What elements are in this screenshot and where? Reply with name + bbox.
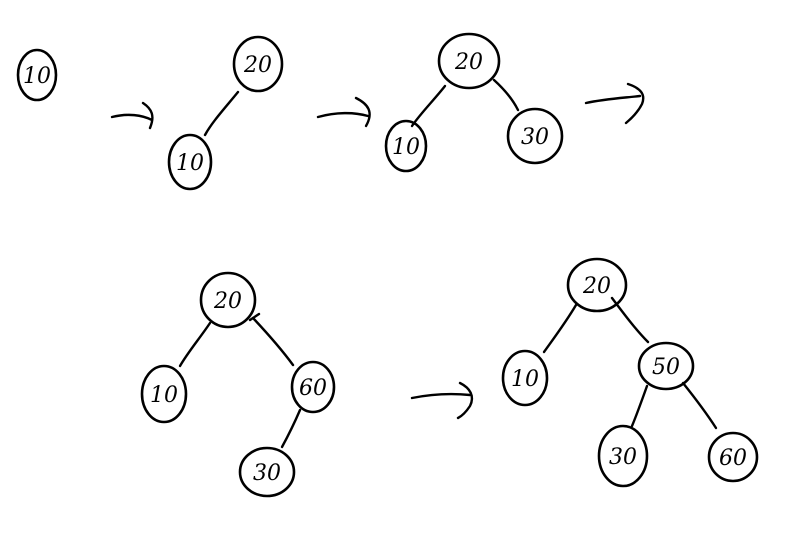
node-label: 60 bbox=[299, 376, 327, 401]
node-s5-50: 50 bbox=[637, 341, 695, 391]
node-label: 10 bbox=[511, 367, 539, 392]
stage-1: 10 bbox=[16, 48, 58, 102]
transition-arrow-2 bbox=[316, 96, 371, 128]
node-s4-30: 30 bbox=[238, 446, 296, 498]
edge-s3-20-30 bbox=[492, 78, 520, 112]
node-label: 20 bbox=[213, 289, 242, 314]
node-s4-60: 60 bbox=[290, 360, 336, 414]
edge-s5-50-30 bbox=[630, 384, 649, 428]
node-s2-10: 10 bbox=[167, 133, 213, 191]
edge-s5-20-50 bbox=[610, 296, 650, 344]
node-s2-20: 20 bbox=[232, 35, 284, 93]
stage-4: 20 10 60 30 bbox=[140, 271, 336, 498]
transition-arrow-4 bbox=[410, 381, 474, 420]
stage-5: 20 10 50 30 60 bbox=[501, 257, 759, 488]
edge-s2-20-10 bbox=[203, 90, 240, 137]
node-label: 30 bbox=[253, 461, 281, 486]
stage-2: 20 10 bbox=[167, 35, 284, 191]
node-label: 30 bbox=[521, 125, 549, 150]
node-label: 50 bbox=[652, 355, 680, 380]
edge-s4-20-60 bbox=[251, 316, 295, 367]
edge-s5-20-10 bbox=[542, 303, 578, 354]
edge-s4-20-10 bbox=[178, 321, 212, 368]
node-s5-60: 60 bbox=[707, 431, 759, 483]
edge-s3-20-10 bbox=[410, 84, 447, 128]
node-s4-10: 10 bbox=[140, 364, 188, 424]
node-s3-10: 10 bbox=[384, 119, 428, 173]
node-label: 20 bbox=[582, 274, 611, 299]
node-s3-30: 30 bbox=[506, 107, 564, 165]
edge-s4-parent-pointer-60-20 bbox=[248, 312, 261, 322]
node-label: 10 bbox=[392, 135, 420, 160]
stage-3: 20 10 30 bbox=[384, 32, 564, 173]
node-s4-20: 20 bbox=[199, 271, 257, 329]
node-s1-10: 10 bbox=[16, 48, 58, 102]
node-s3-20: 20 bbox=[437, 32, 501, 90]
node-label: 20 bbox=[243, 53, 272, 78]
node-label: 10 bbox=[150, 383, 178, 408]
transition-arrow-1 bbox=[110, 101, 154, 130]
node-s5-20: 20 bbox=[566, 257, 628, 313]
transition-arrow-3 bbox=[584, 82, 645, 125]
node-label: 10 bbox=[176, 151, 204, 176]
edge-s4-60-30 bbox=[280, 408, 302, 449]
edge-s5-50-60 bbox=[681, 381, 718, 430]
node-label: 30 bbox=[609, 445, 637, 470]
node-label: 10 bbox=[23, 64, 51, 89]
node-s5-10: 10 bbox=[501, 349, 549, 407]
node-s5-30: 30 bbox=[597, 424, 649, 488]
node-label: 60 bbox=[719, 446, 747, 471]
node-label: 20 bbox=[454, 50, 483, 75]
